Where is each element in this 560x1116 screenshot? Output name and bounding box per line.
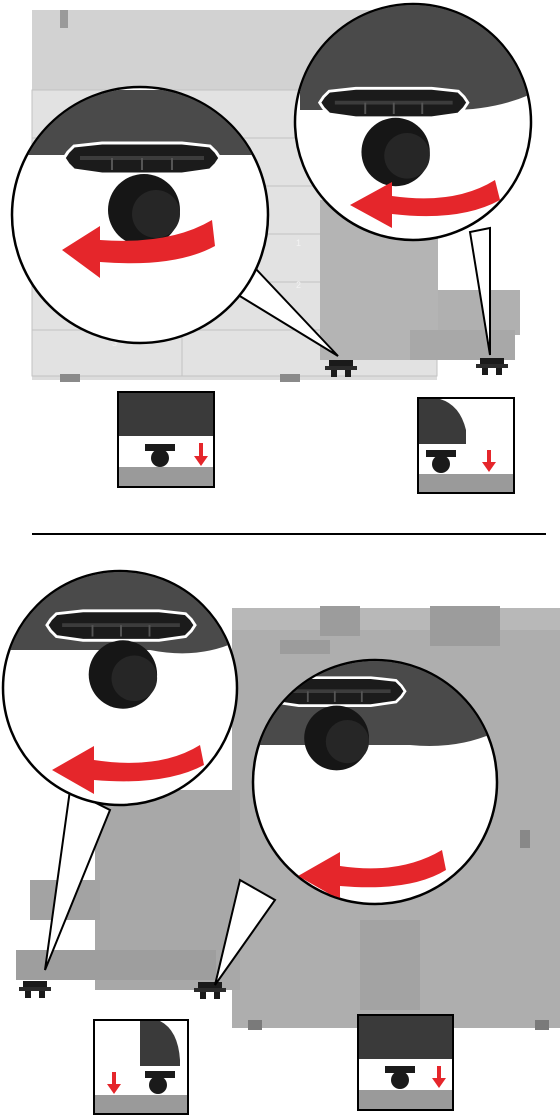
tray-label-1: 1 xyxy=(296,238,301,248)
caster-foot-right xyxy=(194,982,226,999)
inset-left-top xyxy=(118,392,214,487)
inset-left-bottom xyxy=(94,1020,188,1114)
caster-foot-left xyxy=(19,981,51,998)
step-bottom xyxy=(0,560,560,1114)
inset-right-top xyxy=(418,398,514,493)
caster-foot-right xyxy=(476,358,508,375)
inset-right-bottom xyxy=(358,1015,453,1110)
step-top: 1 2 3 xyxy=(0,0,540,493)
tray-label-2: 2 xyxy=(296,280,301,290)
